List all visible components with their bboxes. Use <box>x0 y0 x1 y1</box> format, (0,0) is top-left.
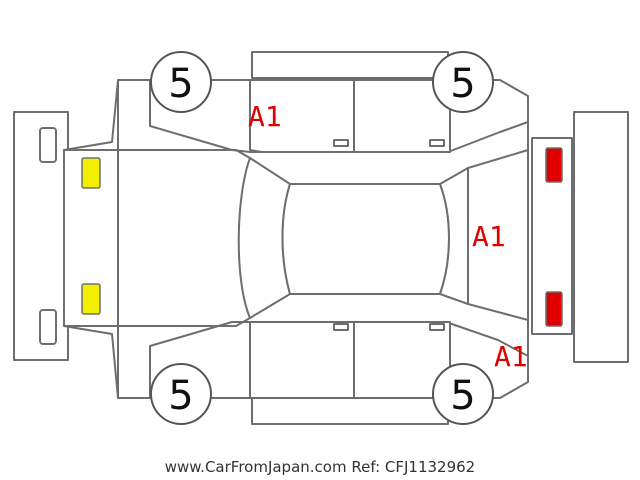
tire-rear-left-condition: 5 <box>450 61 475 107</box>
front-bumper-slot-bottom <box>39 309 57 345</box>
front-pillar-bottom <box>118 317 251 327</box>
roof <box>281 183 450 295</box>
tire-front-left: 5 <box>150 51 212 113</box>
damage-mark-rear-right-quarter: A1 <box>494 340 528 373</box>
left-side-doors <box>249 79 451 153</box>
front-bumper <box>13 111 69 361</box>
left-side-sill <box>251 51 449 79</box>
right-front-door-handle <box>333 323 349 331</box>
front-bumper-slot-top <box>39 127 57 163</box>
tire-rear-left: 5 <box>432 51 494 113</box>
tire-front-left-condition: 5 <box>168 61 193 107</box>
tire-front-right: 5 <box>150 363 212 425</box>
left-front-door-handle <box>333 139 349 147</box>
right-side-doors <box>249 321 451 399</box>
right-rear-door-handle <box>429 323 445 331</box>
front-pillar-top <box>118 149 251 159</box>
rear-lamp-top <box>545 147 563 183</box>
watermark-reference: www.CarFromJapan.com Ref: CFJ1132962 <box>164 458 476 476</box>
right-side-sill <box>251 397 449 425</box>
tire-front-right-condition: 5 <box>168 373 193 419</box>
front-lamp-bottom <box>81 283 101 315</box>
rear-lamp-bottom <box>545 291 563 327</box>
rear-windshield <box>439 149 529 321</box>
front-lamp-top <box>81 157 101 189</box>
rear-bumper <box>573 111 629 363</box>
tire-rear-right-condition: 5 <box>450 373 475 419</box>
left-rear-door-handle <box>429 139 445 147</box>
damage-mark-rear-windshield: A1 <box>472 220 506 253</box>
tire-rear-right: 5 <box>432 363 494 425</box>
damage-mark-left-front-door: A1 <box>248 100 282 133</box>
